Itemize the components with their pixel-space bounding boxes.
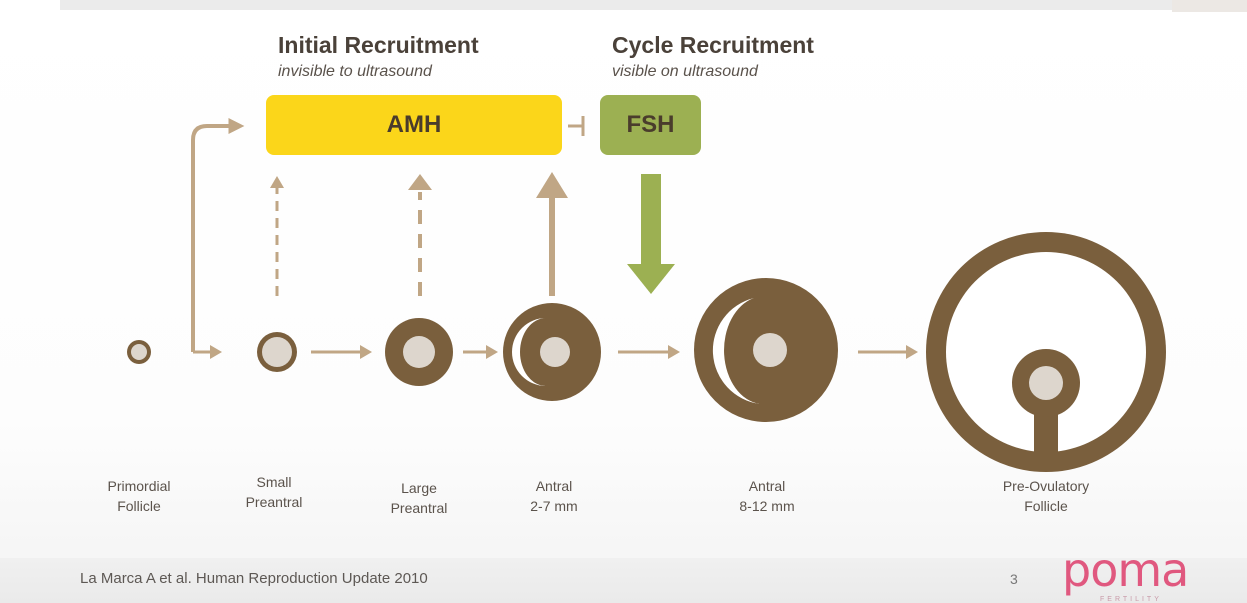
initial-recruitment-subtitle: invisible to ultrasound [278,63,432,80]
stage-label-line: Follicle [1024,498,1068,514]
stage-label-line: Preantral [245,494,303,510]
amh-box: AMH [266,95,562,155]
stage-label-line: Large [401,480,437,496]
antral-2-7mm-follicle [503,303,601,401]
stage-label-pre-ovulatory: Pre-Ovulatory Follicle [976,476,1116,516]
stage-label-line: Follicle [117,498,161,514]
stage-label-line: Antral [748,478,786,494]
antral-8-12mm-follicle [694,278,838,422]
top-divider [60,0,1180,10]
stage-label-antral-8-12: Antral 8-12 mm [697,476,837,516]
stage-label-line: 8-12 mm [739,498,795,514]
stage-label-line: Primordial [107,478,171,494]
arrow-3 [463,345,498,359]
stage-label-antral-2-7: Antral 2-7 mm [484,476,624,516]
corner-accent [1172,0,1247,12]
stage-label-primordial: Primordial Follicle [69,476,209,516]
arrow-2 [311,345,372,359]
stage-label-line: Pre-Ovulatory [1002,478,1090,494]
small-preantral-follicle [257,332,297,372]
stage-label-line: 2-7 mm [530,498,578,514]
pre-ovulatory-follicle [926,232,1166,472]
stage-label-large-preantral: Large Preantral [349,478,489,518]
large-preantral-follicle [385,318,453,386]
footer-band [0,558,1247,603]
initial-recruitment-title: Initial Recruitment [278,32,479,58]
poma-logo-subtitle: FERTILITY [1100,596,1162,603]
citation-text: La Marca A et al. Human Reproduction Upd… [80,570,428,587]
page-number: 3 [1010,571,1018,587]
arrow-5 [858,345,918,359]
arrow-1 [193,345,222,359]
cycle-recruitment-subtitle: visible on ultrasound [612,63,758,80]
antral-small-amh-arrow [536,172,568,296]
large-preantral-amh-arrow [408,174,432,296]
poma-logo: poma [1062,543,1189,597]
fsh-box: FSH [600,95,701,155]
arrow-4 [618,345,680,359]
progression-arrows [193,345,918,359]
small-preantral-amh-arrow [270,176,284,296]
stage-label-line: Preantral [390,500,448,516]
inhibition-marker [568,116,585,136]
cycle-recruitment-title: Cycle Recruitment [612,32,814,58]
stage-label-line: Small [256,474,292,490]
stage-label-small-preantral: Small Preantral [204,472,344,512]
stage-label-line: Antral [535,478,573,494]
fsh-down-arrow [627,174,675,294]
primordial-follicle [127,340,151,364]
primordial-to-amh-arrow [191,118,245,352]
